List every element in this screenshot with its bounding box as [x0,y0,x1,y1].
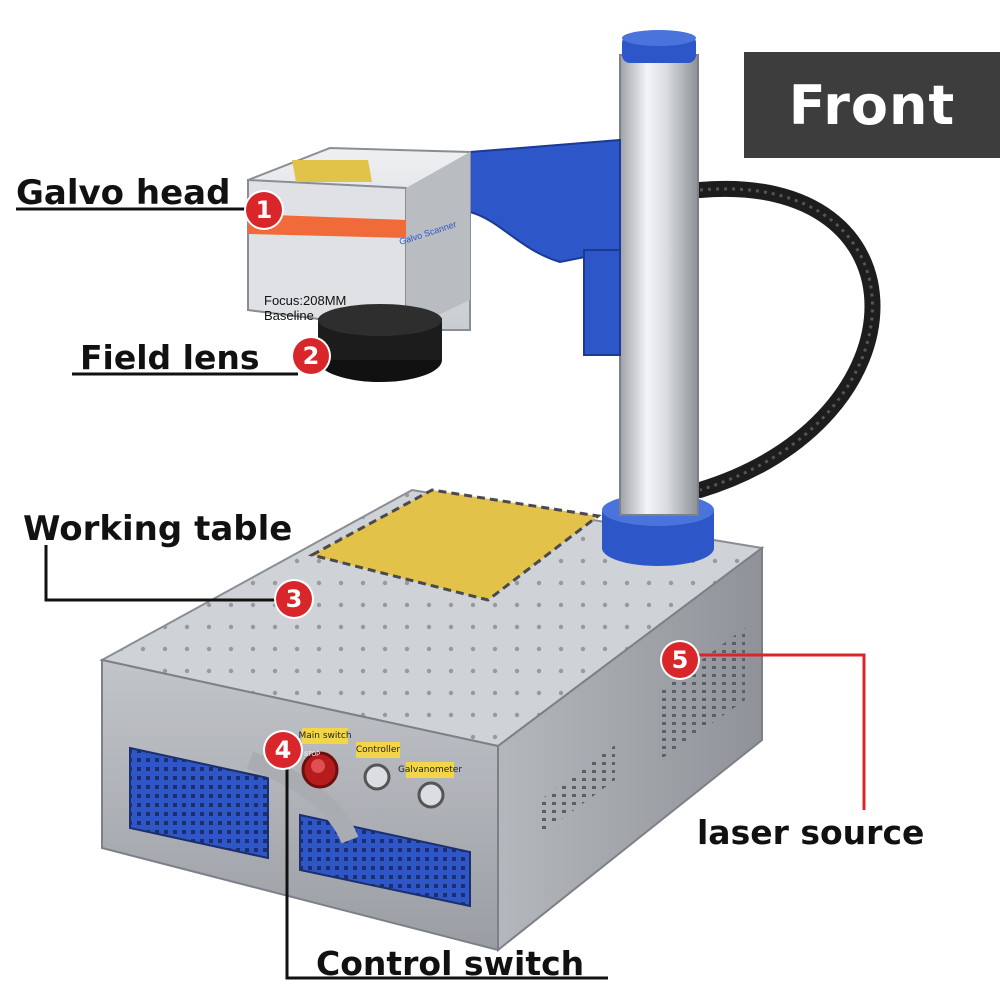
front-grille-left [129,746,269,860]
focus-label: Focus:208MM [264,293,347,308]
warning-sticker [307,488,602,602]
front-banner-title: Front [788,73,956,137]
controller-button [363,763,391,791]
callout-label-field-lens: Field lens [80,338,260,377]
callout-badge-5: 5 [662,642,698,678]
callout-label-laser-source: laser source [697,813,925,852]
callout-badge-3: 3 [276,581,312,617]
fiber-cable [692,180,881,498]
galvanometer-button [417,781,445,809]
panel-label-galvanometer: Galvanometer [398,762,462,778]
column-pillar [619,54,699,516]
callout-badge-2: 2 [293,338,329,374]
galvo-arm [469,138,621,264]
callout-label-galvo-head: Galvo head [16,173,231,213]
panel-label-main-switch: Main switch [298,728,352,744]
callout-badge-1: 1 [246,192,282,228]
panel-label-controller: Controller [356,742,400,758]
estop-text: STOP [304,752,321,758]
front-banner: Front [744,52,1000,158]
callout-label-working-table: Working table [23,509,293,549]
baseline-label: Baseline [264,308,314,323]
callout-badge-4: 4 [265,732,301,768]
callout-label-control-switch: Control switch [316,944,585,983]
